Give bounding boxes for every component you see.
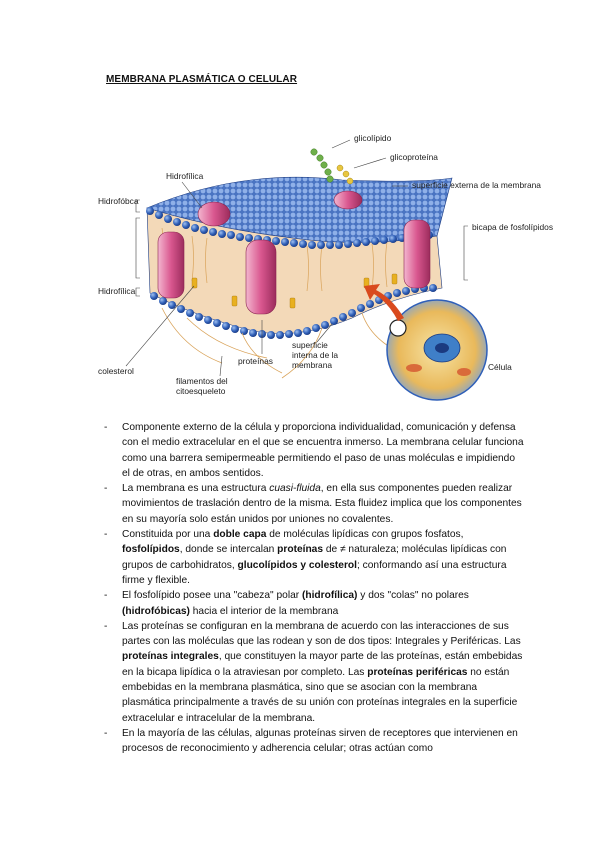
label-superficie-interna-1: superficie [292, 340, 328, 350]
bullet-dash: - [104, 620, 108, 632]
membrane-illustration: glicolípido glicoproteína Hidrofílica Hi… [92, 128, 562, 406]
bullet-text-run: (hidrofóbicas) [122, 605, 190, 617]
bullet-text-run: La membrana es una estructura [122, 483, 270, 495]
cell-inset [386, 299, 488, 401]
bullet-text-run: En la mayoría de las células, algunas pr… [122, 727, 518, 755]
label-filamentos-2: citoesqueleto [176, 386, 226, 396]
label-superficie-interna-2: interna de la [292, 350, 338, 360]
label-glicoproteina: glicoproteína [390, 152, 438, 162]
bullet-item: - El fosfolípido posee una "cabeza" polar… [104, 588, 524, 619]
membrane-diagram: glicolípido glicoproteína Hidrofílica Hi… [98, 133, 553, 401]
bullet-item: - Las proteínas se configuran en la membr… [104, 619, 524, 726]
bullet-dash: - [104, 483, 108, 495]
glycolipid-chain [310, 148, 334, 183]
bullet-text-run: , que constituyen la mayor parte de las … [122, 651, 523, 678]
zoom-arrow [364, 284, 404, 321]
bullet-text-run: de ≠ naturaleza; moléculas lipídicas con… [122, 544, 507, 571]
page-title: MEMBRANA PLASMÁTICA O CELULAR [106, 74, 298, 85]
bullet-text-run: (hidrofílica) [301, 590, 358, 602]
glycoprotein-chain [336, 164, 354, 185]
bullet-item: - Componente externo de la célula y propo… [104, 420, 524, 481]
bullet-item: - En la mayoría de las células, algunas p… [104, 726, 524, 757]
bullet-dash: - [104, 727, 108, 739]
bottom-head-row [150, 284, 437, 339]
label-filamentos-1: filamentos del [176, 376, 228, 386]
bullet-dash: - [104, 590, 108, 602]
label-colesterol: colesterol [98, 366, 134, 376]
label-hidrofobica: Hidrofóbca [98, 196, 139, 206]
bullet-text-run: glucolípidos y colesterol [237, 559, 357, 571]
bullet-item: - Constituida por una doble capa de moléc… [104, 527, 524, 588]
bullet-list: - Componente externo de la célula y propo… [104, 420, 524, 757]
bullet-text-run: de moléculas lipídicas con grupos fosfat… [266, 529, 464, 541]
bullet-text-run: El fosfolípido posee una "cabeza" polar [122, 590, 302, 602]
bullet-text-run: ; conformando así una estructura firme y… [122, 559, 507, 586]
bullet-text-run: proteínas periféricas [367, 666, 468, 678]
bullet-text-run: doble capa [213, 529, 267, 541]
integral-proteins [157, 190, 431, 315]
label-hidrofilica-top: Hidrofílica [166, 171, 204, 181]
bullet-dash: - [104, 422, 108, 433]
bullet-dash: - [104, 529, 108, 541]
bullet-text-run: fosfolípidos [122, 544, 180, 556]
bullet-text-run: Constituida por una [122, 529, 214, 541]
bullet-text-run: no están embebidas en la membrana plasmá… [122, 666, 518, 724]
bullet-text-run: , en ella sus componentes pueden realiza… [122, 483, 522, 525]
cholesterol-molecules [191, 273, 398, 309]
bullet-text-run: hacia el interior de la membrana [189, 605, 339, 617]
cytoskeleton-filaments [161, 307, 413, 379]
label-superficie-externa: superficie externa de la membrana [412, 180, 541, 190]
label-glicolipido: glicolípido [354, 133, 392, 143]
label-bicapa: bicapa de fosfolípidos [472, 222, 553, 232]
bullet-text-run: , donde se intercalan [179, 544, 278, 556]
bullet-text-run: proteínas integrales [122, 651, 219, 663]
label-superficie-interna-3: membrana [292, 360, 332, 370]
label-hidrofilica-left: Hidrofílica [98, 286, 136, 296]
bullet-item: - La membrana es una estructura cuasi-flu… [104, 481, 524, 527]
bullet-text-run: cuasi-fluida [269, 483, 321, 495]
label-celula: Célula [488, 362, 512, 372]
leader-lines [125, 139, 468, 377]
bullet-text-run: Componente externo de la célula y propor… [122, 422, 524, 479]
bullet-text-run: y dos "colas" no polares [357, 590, 469, 602]
bullet-text-run: proteínas [277, 544, 324, 556]
bullet-text-run: Las proteínas se configuran en la membra… [122, 620, 521, 648]
label-proteinas: proteínas [238, 356, 273, 366]
